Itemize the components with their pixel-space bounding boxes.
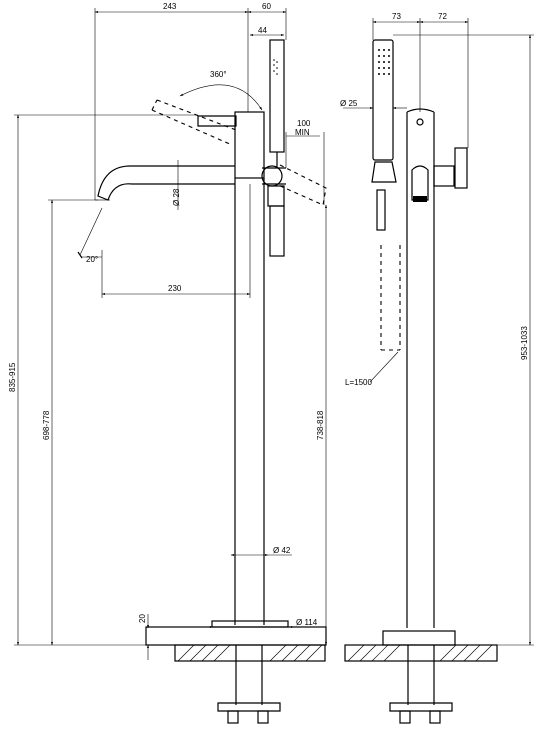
dim-114: Ø 114 — [296, 618, 318, 627]
dim-738-818: 738-818 — [316, 410, 325, 440]
diverter-knob — [261, 165, 283, 187]
shower-holder-side — [371, 161, 397, 183]
dim-243: 243 — [163, 2, 177, 11]
lever-rotated — [151, 99, 237, 146]
side-view: 73 72 Ø 25 L=1500 953-1033 — [340, 12, 534, 724]
dim-360: 360° — [210, 70, 227, 79]
front-view: 243 60 44 360° 100 MIN Ø 28 20° 230 835-… — [8, 2, 328, 724]
aerator — [413, 196, 427, 202]
dim-25: Ø 25 — [340, 99, 358, 108]
diverter-side — [454, 147, 468, 189]
dim-28: Ø 28 — [172, 188, 181, 206]
dim-42: Ø 42 — [273, 546, 291, 555]
dim-100: 100 — [297, 119, 311, 128]
dim-835-915: 835-915 — [8, 362, 17, 392]
diverter-rotated — [277, 164, 327, 206]
spout — [97, 165, 235, 201]
base-plate-side — [382, 630, 456, 646]
lever-handle — [197, 115, 237, 127]
dim-44: 44 — [258, 26, 267, 35]
dim-953-1033: 953-1033 — [520, 326, 529, 360]
base-plate — [145, 626, 327, 646]
dim-230: 230 — [168, 284, 182, 293]
shower-holder — [267, 185, 285, 207]
hand-shower — [269, 39, 285, 153]
dim-73: 73 — [392, 12, 401, 21]
dim-60: 60 — [262, 2, 271, 11]
inlet-bar — [217, 702, 281, 712]
spray-dots — [273, 59, 278, 75]
spray-dots-side — [378, 49, 390, 75]
dim-l1500: L=1500 — [345, 378, 372, 387]
hand-shower-side — [372, 39, 394, 161]
floor-hatch-side — [344, 644, 498, 662]
dim-698-778: 698-778 — [42, 410, 51, 440]
dim-min: MIN — [295, 128, 310, 137]
dim-20: 20 — [138, 614, 147, 623]
spout-outlet — [411, 165, 429, 201]
floor-hatch — [174, 644, 326, 662]
dim-20deg: 20° — [86, 255, 98, 264]
hose-part — [269, 205, 285, 257]
hose-side — [376, 189, 386, 231]
valve-body — [234, 111, 265, 179]
dim-72: 72 — [438, 12, 447, 21]
